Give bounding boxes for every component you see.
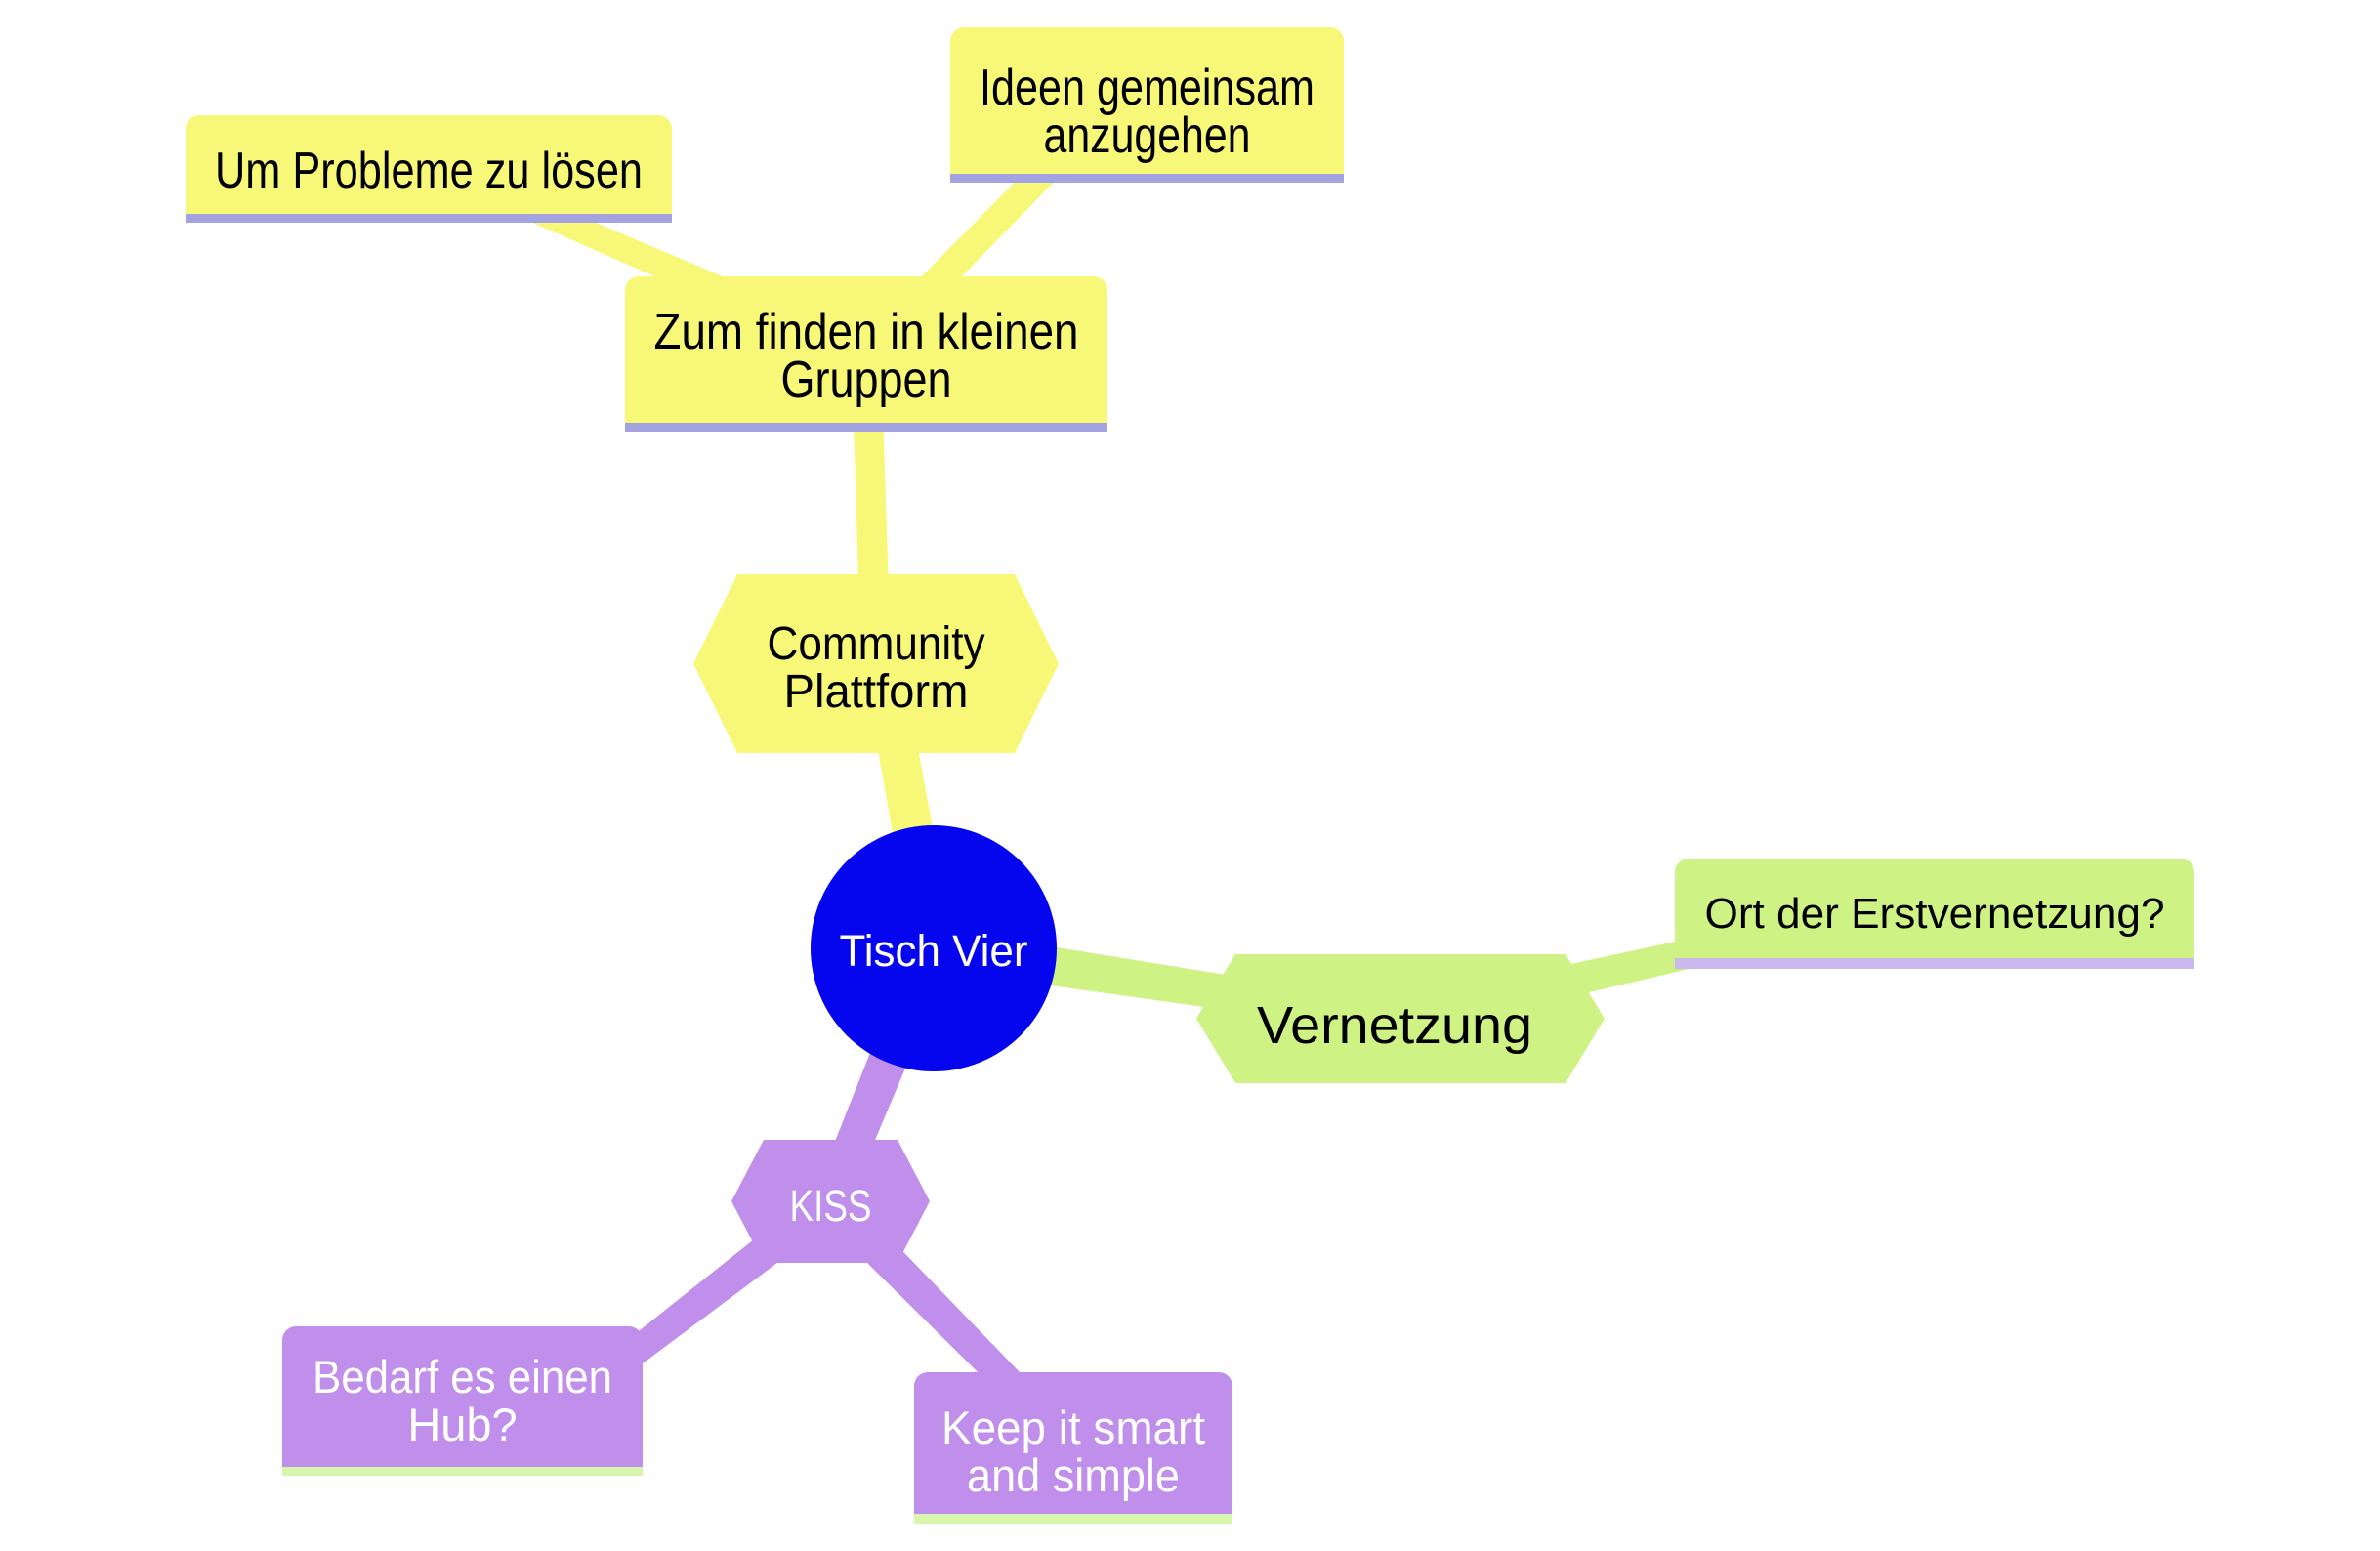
svg-text:Keep it smart: Keep it smart xyxy=(941,1402,1205,1453)
svg-text:Vernetzung: Vernetzung xyxy=(1257,996,1532,1055)
svg-text:Tisch Vier: Tisch Vier xyxy=(840,926,1028,976)
svg-text:Um Probleme zu lösen: Um Probleme zu lösen xyxy=(215,143,643,199)
svg-text:Community: Community xyxy=(768,618,985,670)
svg-text:Ideen gemeinsam: Ideen gemeinsam xyxy=(980,60,1315,116)
svg-text:Plattform: Plattform xyxy=(784,666,969,718)
svg-text:Gruppen: Gruppen xyxy=(781,352,952,408)
svg-text:anzugehen: anzugehen xyxy=(1044,107,1251,164)
svg-text:Hub?: Hub? xyxy=(407,1399,517,1450)
svg-text:Ort der Erstvernetzung?: Ort der Erstvernetzung? xyxy=(1705,890,2165,938)
svg-text:Bedarf es einen: Bedarf es einen xyxy=(313,1351,612,1403)
svg-text:Zum finden in kleinen: Zum finden in kleinen xyxy=(654,304,1079,360)
svg-text:KISS: KISS xyxy=(790,1181,872,1231)
svg-text:and simple: and simple xyxy=(967,1449,1180,1501)
